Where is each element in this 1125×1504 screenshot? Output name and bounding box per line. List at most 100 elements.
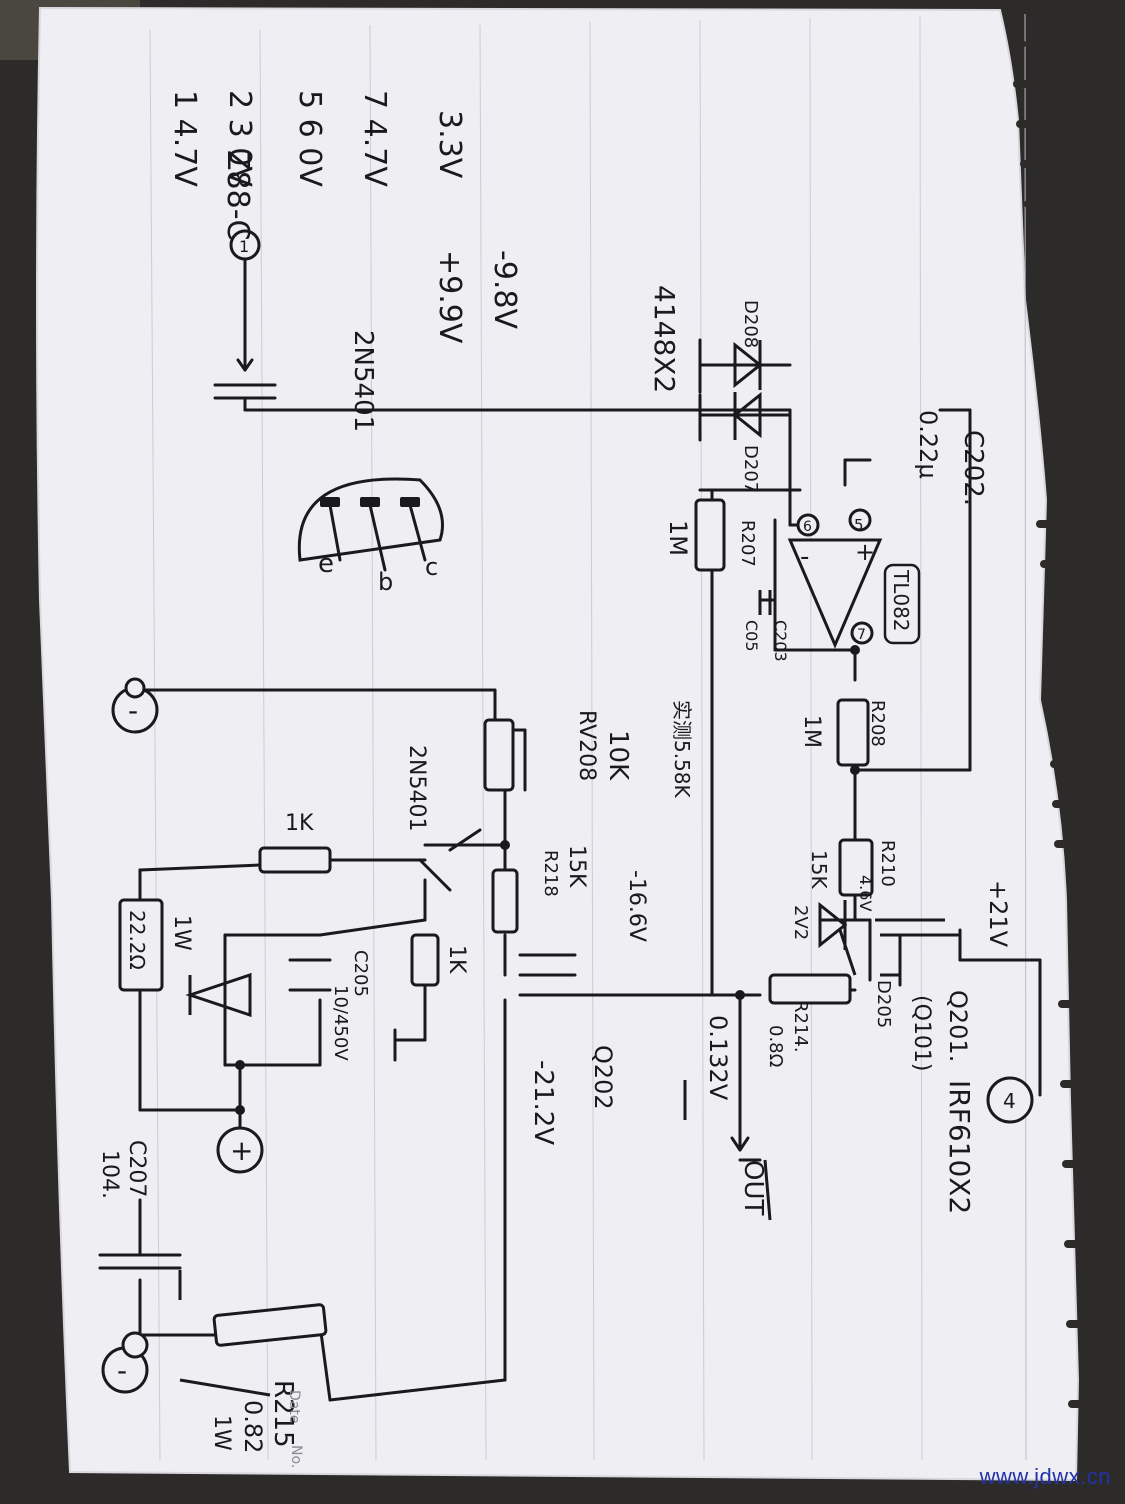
model-label: Z88-C [220,150,255,241]
node-in-label: 1 [239,237,249,256]
pin7-label: 7 [857,627,866,643]
note-33v: 3.3V [432,110,467,179]
note-line-4: 7 4.7V [357,90,392,187]
r-22r-label: 22.2Ω [125,910,149,970]
out-label: OUT [738,1160,768,1215]
r-1k-side-label: 1K [444,945,469,974]
q-2n5401-label: 2N5401 [404,745,429,831]
node-in-circle [229,229,261,261]
opamp-triangle [787,538,883,649]
note-line-3: 5 6 0V [292,90,327,187]
pin-b-label: b [378,568,393,596]
d205-label: D205 [873,980,894,1028]
v-node-label: -16.6V [624,870,649,942]
r208-body [836,698,870,767]
rv208-body [483,718,515,792]
nodes [101,229,1034,1394]
d207-label: D207 [740,445,761,493]
q201-label: Q201. [944,990,972,1062]
q202-label: Q202 [589,1045,617,1110]
d208-label: D208 [740,300,761,348]
note-pin4: -9.8V [487,250,522,330]
pin5-label: 5 [854,516,864,534]
r210-value: 15K [807,850,831,889]
c207-label: C207 [124,1140,149,1197]
r-1k-top-body [258,846,332,874]
r208-label: R208 [867,700,888,747]
r215-value: 0.82 [239,1400,267,1453]
c205-label: C205 [350,950,371,997]
q201-mosfet [875,918,945,977]
pin-e-label: e [318,549,334,579]
node-minus-bot-label: - [117,1354,127,1387]
rv-name: RV208 [574,710,599,781]
c207-value: 104. [97,1150,122,1199]
note-line-2: 2 3 0V [222,90,257,187]
node-plus-label: + [230,1134,253,1167]
r214-value: 0.8Ω [765,1025,786,1068]
rv-note: 实测5.58K [670,700,694,799]
r215-watt: 1W [209,1415,234,1451]
r215-label: R215 [268,1380,298,1448]
r218-body [491,868,519,934]
plus21-label: +21V [984,880,1012,948]
node-4-circle [986,1076,1034,1124]
opamp-plus: + [855,538,875,566]
rv-value: 10K [603,730,633,781]
diode-pair-label: 4148X2 [648,285,681,393]
labels: Z88-C 1 1 4.7V 2 3 0V 5 6 0V 7 4.7V 3.3V… [97,90,1016,1468]
transistor-part-label: 2N5401 [348,330,378,432]
node-plus-circle [216,1126,264,1174]
pin-c-label: c [425,553,438,581]
zener-diode [818,901,848,949]
to92-pins [320,497,420,507]
r-22r-body [118,898,164,992]
r208-value: 1M [799,715,824,748]
junction-dots [235,645,860,1115]
r218-label: R218 [540,850,561,897]
r-1k-top-label: 1K [285,811,314,836]
d207-diode [732,391,762,439]
r214-body [768,973,852,1005]
r210-body [838,838,874,897]
c202-value: 0.22μ [914,410,942,479]
opamp-chip-label: TL082 [889,569,913,632]
irf-label: IRF610X2 [943,1080,976,1214]
spiral-holes [1010,40,1084,1408]
misc-strokes [178,929,857,1397]
vout-label: 0.132V [704,1015,732,1101]
r-22r-watt: 1W [169,915,194,951]
r210-voltage: 4.6V [856,875,875,911]
r207-label: R207 [737,520,758,567]
watermark: www.jdwx.cn [979,1464,1111,1489]
r-1k-side-body [410,933,440,987]
d208-diode [733,341,763,389]
resistors [118,498,874,1347]
diodes [185,340,848,1018]
node-minus-top-label: - [128,694,138,727]
zener-label: 2V2 [790,905,811,940]
r210-label: R210 [877,840,898,887]
c203-value: C05 [742,620,761,652]
to92-outline [297,477,444,562]
c203-label: C203 [771,620,790,662]
no-label: No. [288,1445,304,1468]
r207-value: 1M [664,520,692,556]
c203-cap [758,590,772,615]
r218-value: 15K [564,845,589,888]
c205-value: 10/450V [330,985,351,1061]
r207-body [694,498,726,572]
q201-alt-label: (Q101) [909,995,934,1071]
date-label: Date [286,1390,302,1423]
led-zener [185,972,252,1018]
opamp-minus: - [800,542,809,572]
rule-lines [149,13,1027,1461]
node4-label: 4 [1003,1089,1016,1113]
v-q202-label: -21.2V [528,1060,558,1145]
r214-label: R214. [790,1000,811,1053]
note-line-1: 1 4.7V [167,90,202,187]
c202-label: C202. [958,430,988,506]
note-pin8: +9.9V [432,250,467,344]
